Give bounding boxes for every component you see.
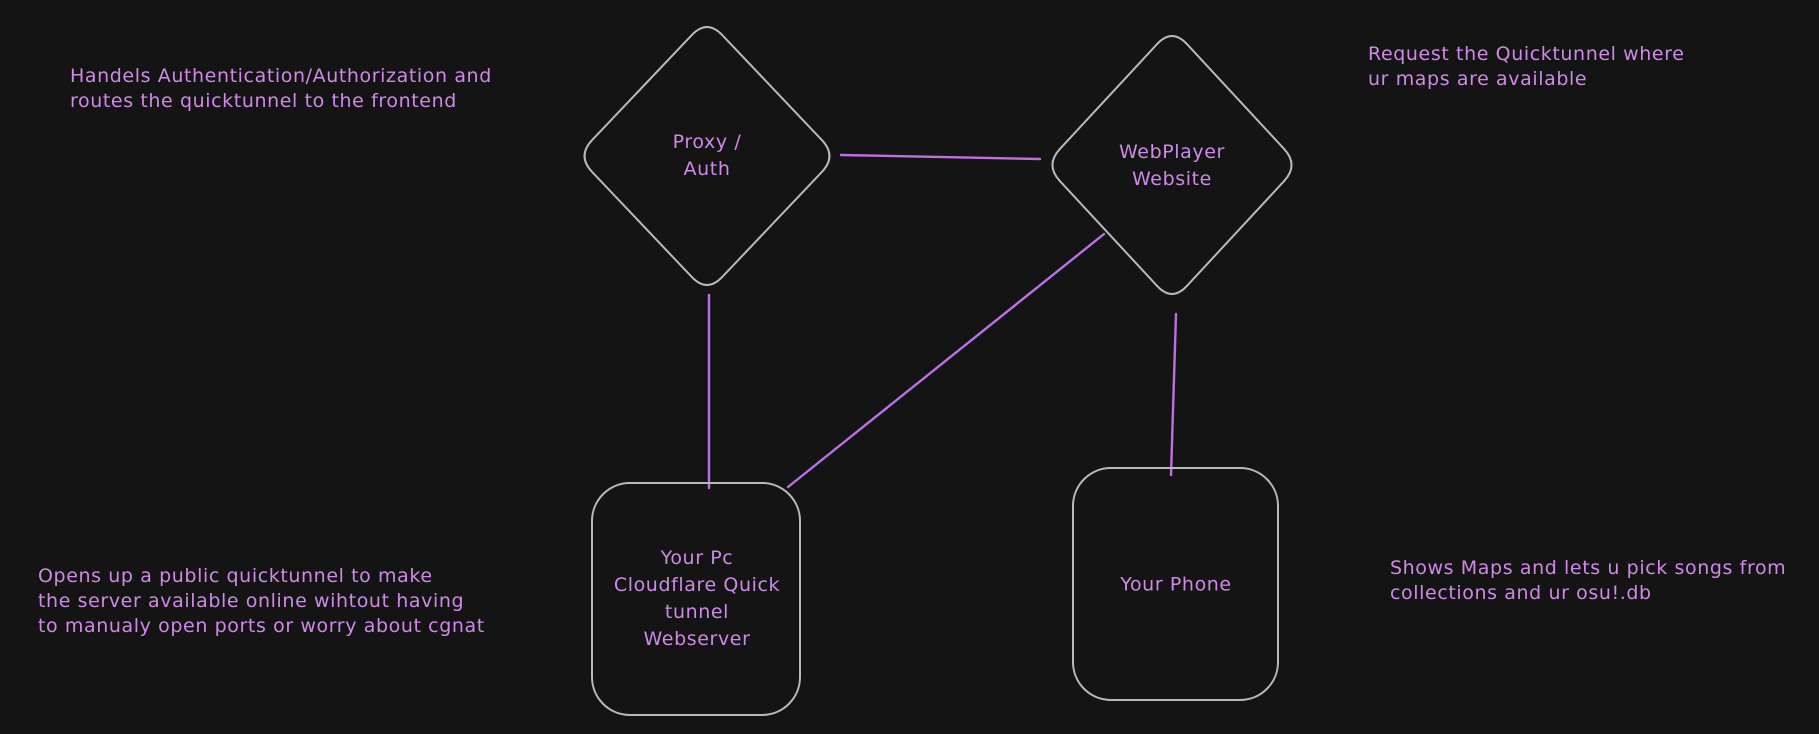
edge-proxy-to-webplayer[interactable]: [839, 153, 1042, 161]
webplayer-website-label[interactable]: WebPlayer Website: [1119, 141, 1225, 190]
edge-webplayer-to-your-pc[interactable]: [786, 232, 1106, 489]
annotation-your-phone[interactable]: Shows Maps and lets u pick songs from co…: [1390, 557, 1787, 604]
proxy-auth-diamond[interactable]: [583, 25, 831, 287]
proxy-auth-label[interactable]: Proxy / Auth: [672, 131, 742, 180]
webplayer-website-diamond[interactable]: [1051, 35, 1293, 295]
your-pc-box[interactable]: [591, 482, 801, 716]
annotation-your-pc[interactable]: Opens up a public quicktunnel to make th…: [38, 565, 485, 637]
your-pc-label[interactable]: Your Pc Cloudflare Quick tunnel Webserve…: [613, 547, 781, 650]
your-phone-box[interactable]: [1072, 467, 1279, 701]
annotation-proxy-auth[interactable]: Handels Authentication/Authorization and…: [70, 65, 492, 112]
annotation-webplayer[interactable]: Request the Quicktunnel where ur maps ar…: [1368, 43, 1685, 90]
edge-webplayer-to-your-phone[interactable]: [1169, 312, 1178, 477]
your-phone-label[interactable]: Your Phone: [1120, 573, 1232, 596]
